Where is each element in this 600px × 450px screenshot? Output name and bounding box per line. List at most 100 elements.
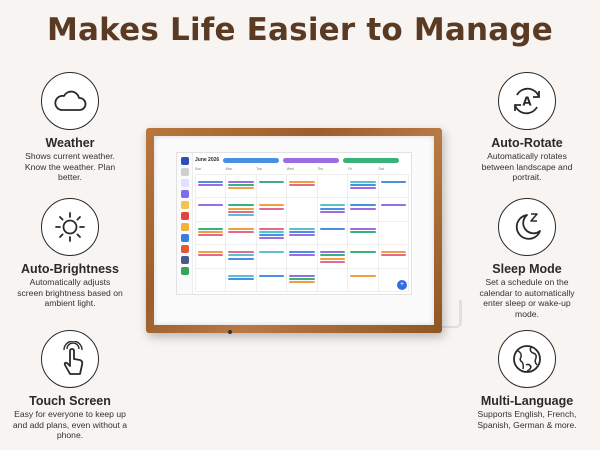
sidebar-item[interactable] [180,201,189,209]
calendar-event-bar[interactable] [258,234,285,237]
calendar-day-cell[interactable] [348,245,379,269]
calendar-day-cell[interactable] [287,268,318,292]
calendar-event-bar[interactable] [228,184,254,187]
calendar-day-cell[interactable] [226,245,257,269]
sidebar-item[interactable] [180,223,189,231]
calendar-event-bar[interactable] [289,227,315,230]
calendar-event-bar[interactable] [258,237,285,240]
calendar-event-bar[interactable] [258,207,285,210]
calendar-day-cell[interactable] [317,245,349,269]
calendar-day-cell[interactable] [196,245,227,269]
calendar-event-bar[interactable] [289,280,315,283]
sidebar-item[interactable] [180,212,189,220]
sidebar-item[interactable] [180,168,189,176]
calendar-event-bar[interactable] [228,213,254,216]
member-pill[interactable] [343,157,400,163]
sidebar-item[interactable] [180,190,189,198]
calendar-event-bar[interactable] [258,251,285,254]
calendar-event-bar[interactable] [228,277,254,280]
sidebar-item[interactable] [180,179,189,187]
calendar-day-cell[interactable] [317,175,349,199]
calendar-day-cell[interactable] [226,198,257,222]
calendar-day-cell[interactable] [317,221,349,246]
sidebar-item[interactable] [180,267,189,275]
sidebar-item[interactable] [180,234,189,242]
calendar-event-bar[interactable] [319,207,346,210]
calendar-day-cell[interactable] [196,175,227,199]
sidebar-item[interactable] [180,245,189,253]
calendar-day-cell[interactable] [256,198,288,222]
calendar-event-bar[interactable] [350,274,376,277]
calendar-event-bar[interactable] [289,254,315,257]
calendar-day-cell[interactable] [196,221,227,246]
calendar-day-cell[interactable] [256,245,288,269]
sidebar-item[interactable] [180,157,189,165]
calendar-day-cell[interactable] [378,245,409,269]
calendar-day-cell[interactable] [256,268,288,292]
add-event-button[interactable]: + [397,280,407,290]
calendar-event-bar[interactable] [350,187,376,190]
calendar-day-cell[interactable] [287,198,318,222]
calendar-day-cell[interactable] [256,175,288,199]
member-pill[interactable] [223,157,280,163]
calendar-day-cell[interactable] [378,268,409,292]
calendar-event-bar[interactable] [319,254,346,257]
calendar-event-bar[interactable] [198,181,224,183]
calendar-event-bar[interactable] [228,210,254,213]
calendar-event-bar[interactable] [258,230,285,233]
calendar-day-cell[interactable] [287,221,318,246]
calendar-day-cell[interactable] [317,268,349,292]
sidebar-item[interactable] [180,256,189,264]
calendar-event-bar[interactable] [228,227,254,230]
calendar-event-bar[interactable] [350,227,376,230]
calendar-event-bar[interactable] [289,234,315,237]
calendar-day-cell[interactable] [226,175,257,199]
calendar-event-bar[interactable] [198,230,224,233]
calendar-event-bar[interactable] [258,227,285,230]
calendar-event-bar[interactable] [258,274,285,277]
calendar-event-bar[interactable] [198,204,224,207]
calendar-event-bar[interactable] [289,181,315,183]
calendar-event-bar[interactable] [198,227,224,230]
calendar-event-bar[interactable] [319,257,346,260]
calendar-event-bar[interactable] [228,187,254,190]
calendar-event-bar[interactable] [289,277,315,280]
calendar-event-bar[interactable] [380,251,406,254]
calendar-event-bar[interactable] [258,181,285,183]
calendar-event-bar[interactable] [228,254,254,257]
calendar-event-bar[interactable] [228,230,254,233]
calendar-day-cell[interactable] [287,175,318,199]
calendar-day-cell[interactable] [226,221,257,246]
calendar-event-bar[interactable] [319,251,346,254]
member-pill[interactable] [283,157,340,163]
calendar-event-bar[interactable] [319,204,346,207]
calendar-event-bar[interactable] [350,207,376,210]
calendar-day-cell[interactable] [378,221,409,246]
calendar-day-cell[interactable] [378,198,409,222]
calendar-event-bar[interactable] [380,254,406,257]
calendar-event-bar[interactable] [198,234,224,237]
calendar-event-bar[interactable] [350,184,376,187]
calendar-day-cell[interactable] [287,245,318,269]
calendar-event-bar[interactable] [350,230,376,233]
calendar-event-bar[interactable] [258,204,285,207]
calendar-event-bar[interactable] [228,207,254,210]
calendar-event-bar[interactable] [228,204,254,207]
calendar-day-cell[interactable] [317,198,349,222]
calendar-event-bar[interactable] [289,184,315,187]
calendar-event-bar[interactable] [350,181,376,183]
calendar-event-bar[interactable] [228,257,254,260]
calendar-event-bar[interactable] [198,254,224,257]
calendar-event-bar[interactable] [289,274,315,277]
calendar-day-cell[interactable] [378,175,409,199]
calendar-event-bar[interactable] [228,181,254,183]
calendar-event-bar[interactable] [228,251,254,254]
calendar-day-cell[interactable] [196,198,227,222]
calendar-event-bar[interactable] [198,184,224,187]
calendar-day-cell[interactable] [348,221,379,246]
calendar-day-cell[interactable] [196,268,227,292]
calendar-event-bar[interactable] [380,204,406,207]
calendar-event-bar[interactable] [319,260,346,263]
calendar-day-cell[interactable] [348,268,379,292]
calendar-event-bar[interactable] [228,274,254,277]
